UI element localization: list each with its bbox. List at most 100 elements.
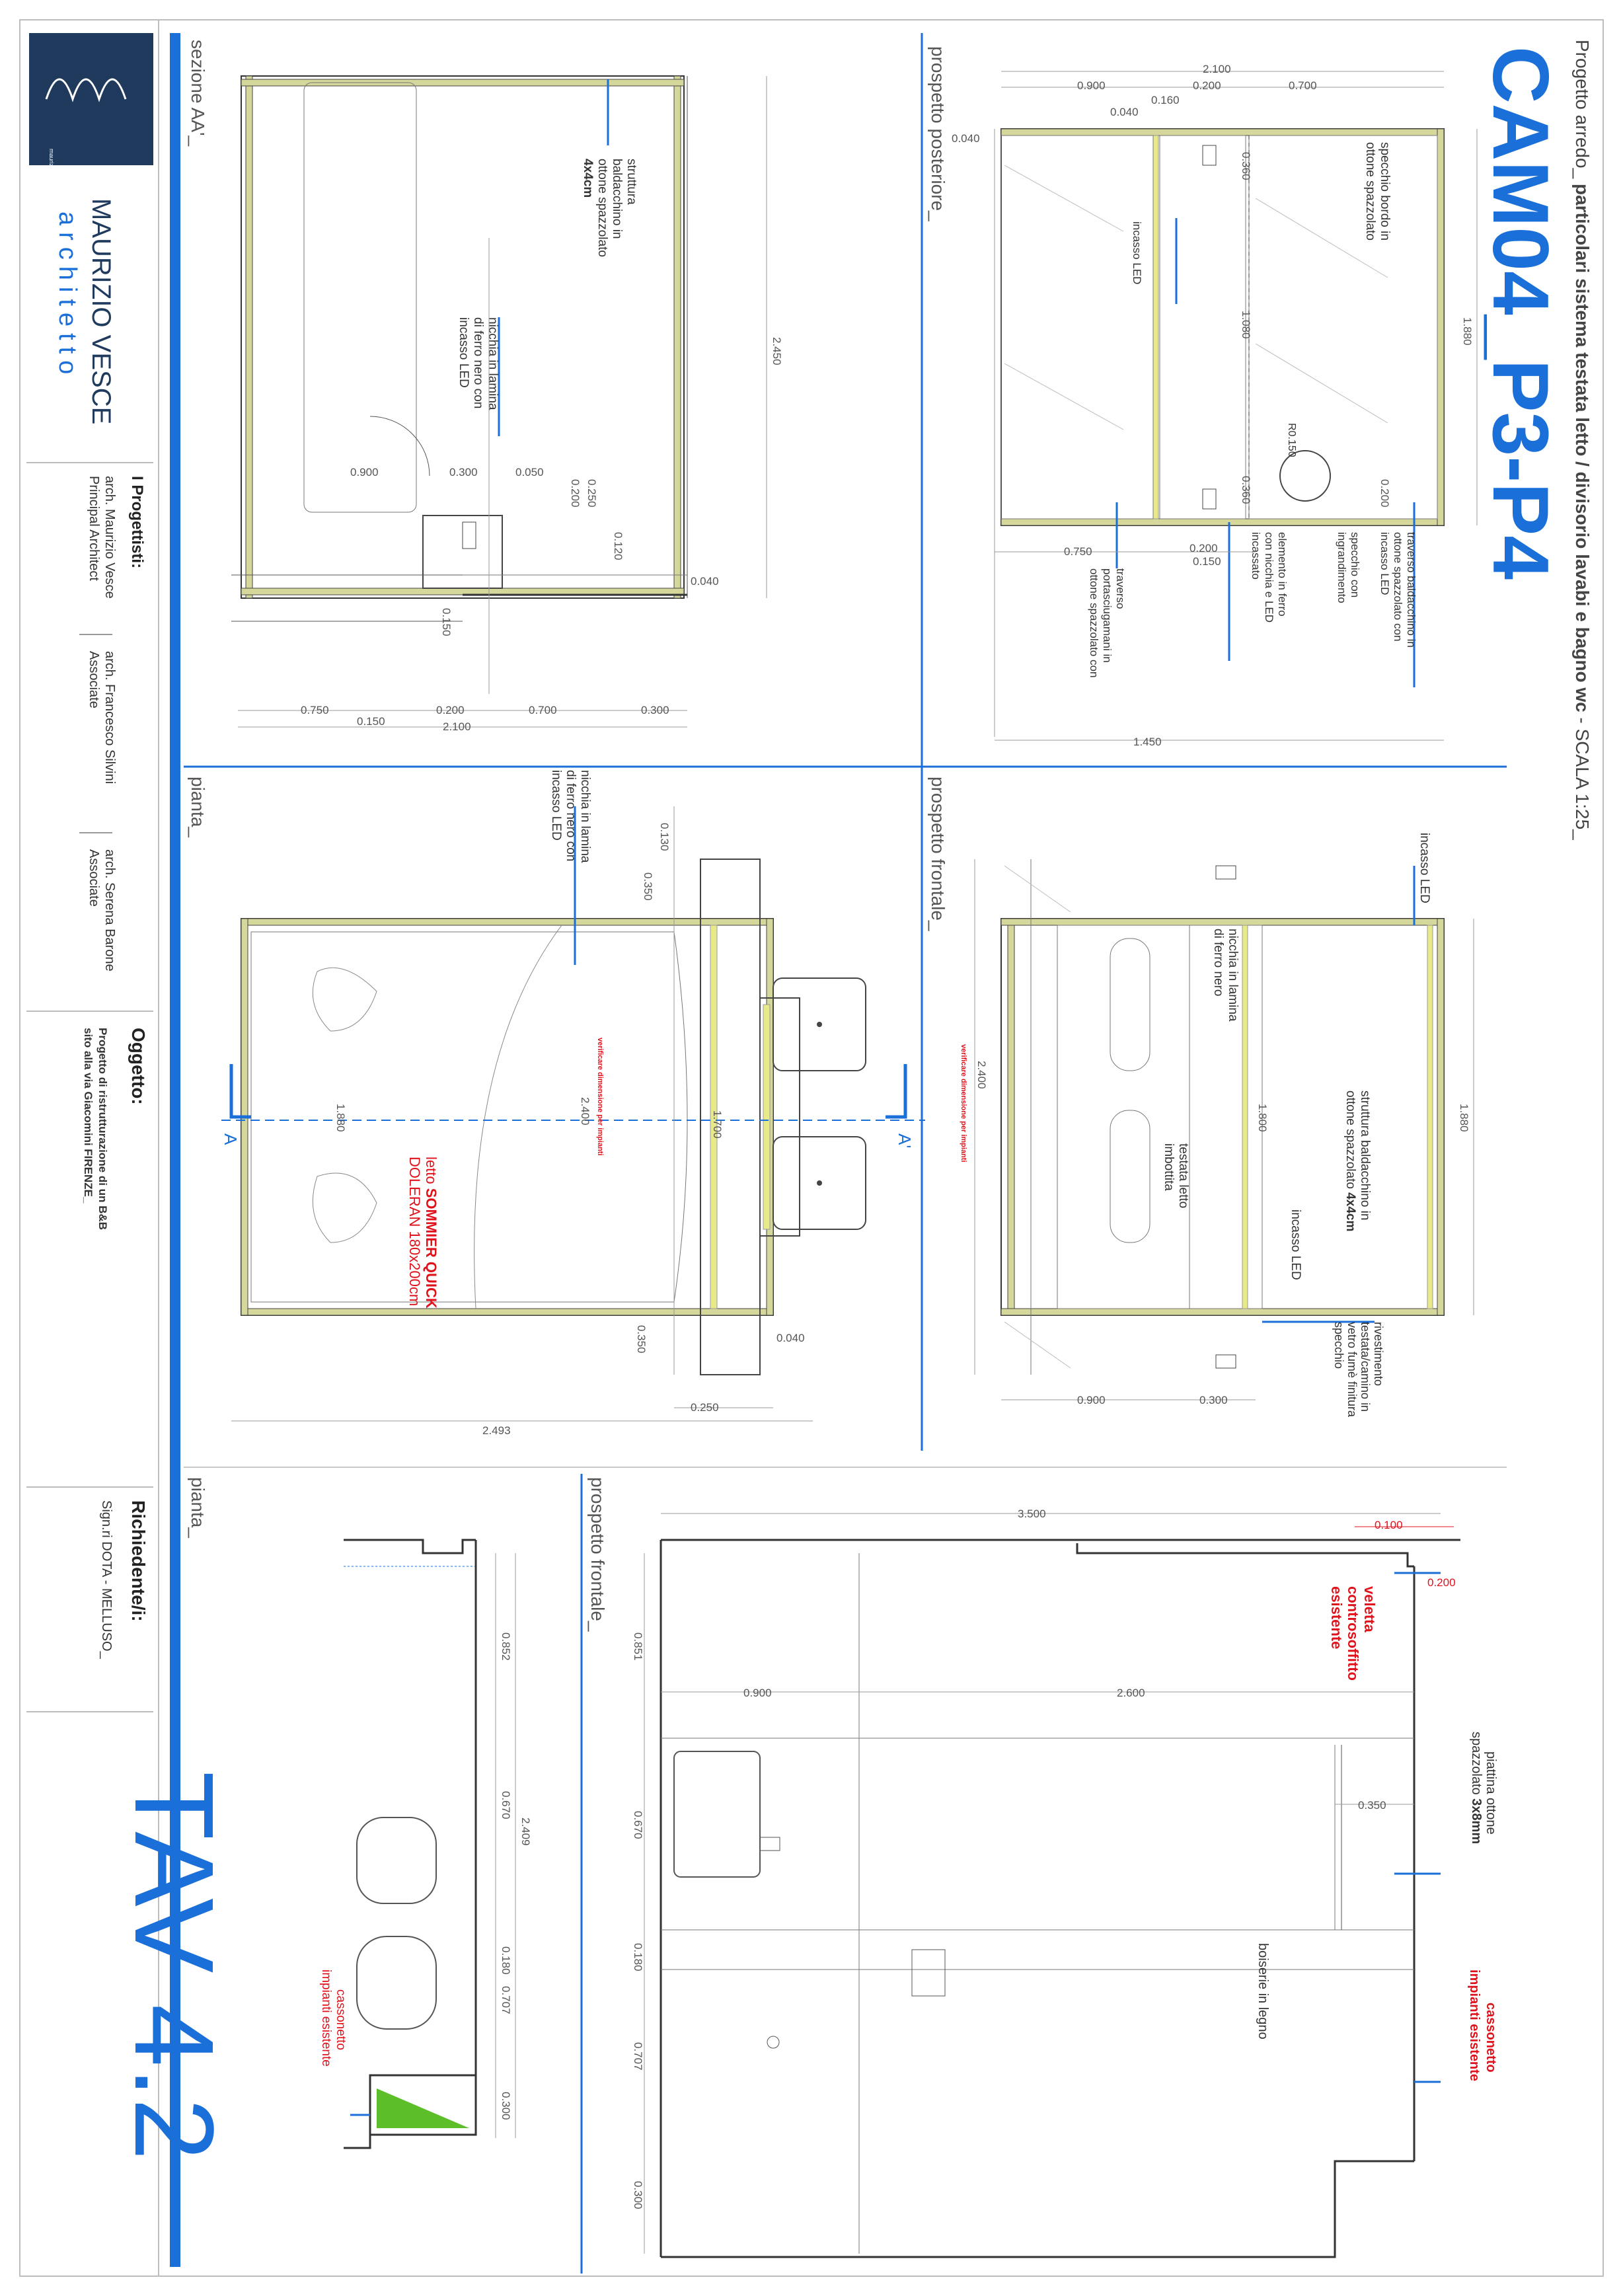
note-nicchia-2: di ferro nero con: [471, 317, 485, 408]
note-fb-cassonetto-1: cassonetto: [1484, 2003, 1498, 2073]
dim-pt-total: 2.493: [482, 1424, 511, 1437]
dim-sez-d6: 0.120: [612, 532, 624, 560]
header-title: CAM04_P3-P4: [1476, 46, 1565, 580]
note-ft-struttura-2: ottone spazzolato 4x4cm: [1343, 1091, 1357, 1231]
note-post-traverso-port-3: ottone spazzolato con: [1088, 568, 1100, 677]
designers-heading: I Progettisti:: [128, 476, 146, 568]
note-post-radius: R0.150: [1286, 423, 1297, 457]
dim-post-v5: 0.200: [1378, 479, 1391, 508]
panel-frontale-top-label: prospetto frontale_: [928, 777, 948, 931]
note-post-specchio-ingr-2: ingrandimento: [1336, 532, 1348, 603]
note-ft-nicchia-2: di ferro nero: [1211, 929, 1225, 996]
dim-sez-d7: 0.040: [691, 575, 719, 588]
dim-pt-d4: 2.400: [579, 1097, 591, 1126]
designer-2-role: Associate: [87, 651, 101, 708]
note-post-traverso-port-1: traverso: [1114, 568, 1127, 609]
dim-pt-d6: 0.350: [635, 1325, 648, 1354]
dim-post-t2: 0.200: [1193, 79, 1221, 92]
note-ft-testata-2: imbottita: [1162, 1143, 1176, 1191]
note-post-elemento-3: incassato: [1250, 532, 1262, 580]
dim-post-t4: 0.160: [1151, 94, 1180, 106]
note-pt-nicchia-3: incasso LED: [549, 770, 563, 841]
note-fb-cassonetto-2: impianti esistente: [1467, 1970, 1482, 2081]
note-nicchia-3: incasso LED: [457, 317, 471, 388]
note-fb-boiserie: boiserie in legno: [1256, 1943, 1270, 2040]
panel-posteriore-label: prospetto posteriore_: [928, 46, 948, 221]
dim-sez-b3: 0.700: [529, 704, 557, 716]
panel-frontale-bottom: prospetto frontale_ veletta controsoffit…: [587, 1477, 1498, 2258]
note-ft-rivestimento-4: specchio: [1332, 1322, 1345, 1369]
dim-post-t3: 0.700: [1289, 79, 1317, 92]
dim-fb-l1: 0.851: [632, 1632, 644, 1661]
note-post-traverso-bald-3: incasso LED: [1378, 532, 1391, 595]
logo-text: maurizio vesce architettura: [48, 149, 55, 220]
dim-fb-l3: 0.180: [632, 1943, 644, 1971]
dim-pt-d2: 0.350: [642, 872, 654, 901]
dim-ft-b1: 0.900: [1077, 1394, 1106, 1406]
dim-pt-d3: 1.880: [334, 1104, 347, 1132]
note-post-specchio-1: specchio bordo in: [1378, 142, 1392, 241]
note-struttura-3: ottone spazzolato: [595, 159, 609, 257]
dim-fb-l4: 0.707: [632, 2042, 644, 2071]
dim-post-v4: 0.360: [1240, 476, 1252, 504]
sheet-number: TAV 4.2: [111, 1771, 237, 2161]
dim-pb-total: 2.409: [519, 1818, 532, 1846]
section-mark-a: A: [221, 1133, 241, 1145]
note-fb-piattina-1: piattina ottone: [1484, 1751, 1498, 1835]
dim-post-b-total: 1.450: [1133, 736, 1162, 748]
designer-3-name: arch. Serena Barone: [102, 849, 117, 972]
note-pb-cassonetto-1: cassonetto: [334, 1989, 348, 2050]
note-post-specchio-2: ottone spazzolato: [1363, 142, 1377, 241]
dim-pt-d5: 1.700: [711, 1110, 724, 1139]
dim-post-b2: 0.200: [1189, 542, 1218, 555]
note-post-traverso-bald-2: ottone spazzolato con: [1392, 532, 1404, 641]
sheet-border: [19, 19, 1604, 2277]
note-ft-struttura-1: struttura baldacchino in: [1358, 1091, 1372, 1220]
panel-sezione: sezione AA'_ struttura baldacchino in ot…: [188, 40, 783, 733]
note-post-elemento-2: con nicchia e LED: [1263, 532, 1275, 623]
dim-sez-d4: 0.250: [585, 479, 598, 508]
object-line-2: sito alla via Giacomini FIRENZE_: [82, 1028, 94, 1204]
panel-pianta-bottom-label: pianta_: [188, 1477, 208, 1538]
dim-sez-d2: 0.300: [449, 466, 478, 478]
note-pt-letto-model: DOLERAN 180x200cm: [406, 1157, 423, 1306]
client-name: Sign.ri DOTA - MELLUSO_: [99, 1500, 114, 1660]
client-heading: Richiedente/i:: [128, 1500, 149, 1622]
logo-mark-icon: [45, 78, 127, 102]
dim-sez-d8: 0.150: [440, 608, 453, 636]
dim-ft-v3: 2.400: [975, 1061, 988, 1089]
dim-fb-h3: 0.350: [1358, 1799, 1386, 1812]
note-post-specchio-ingr-1: specchio con: [1349, 532, 1361, 597]
dim-sez-b4: 0.300: [641, 704, 669, 716]
dim-pb-l4: 0.707: [500, 1986, 512, 2014]
note-ft-nicchia-1: nicchia in lamina: [1226, 929, 1240, 1022]
dim-post-b1: 0.750: [1064, 545, 1092, 558]
dim-post-t1: 0.900: [1077, 79, 1106, 92]
note-fb-veletta-1: veletta: [1361, 1586, 1378, 1632]
cassonetto-fill: [377, 2088, 469, 2128]
note-fb-veletta-3: esistente: [1328, 1586, 1345, 1649]
dim-pt-d8: 0.250: [691, 1401, 719, 1414]
note-pb-cassonetto-2: impianti esistente: [319, 1970, 333, 2067]
dim-pb-l3: 0.180: [500, 1946, 512, 1975]
dim-post-t6: 0.040: [952, 132, 980, 145]
dim-sez-b1: 0.750: [301, 704, 329, 716]
dim-ft-v1: 1.880: [1458, 1104, 1470, 1132]
dim-post-v3: 0.360: [1240, 152, 1252, 180]
dim-post-v1: 1.880: [1461, 317, 1474, 346]
note-struttura-4: 4x4cm: [581, 159, 595, 198]
studio-logo: [29, 33, 153, 165]
note-ft-testata-1: testata letto: [1176, 1143, 1190, 1208]
dim-fb-t1: 0.100: [1375, 1519, 1403, 1531]
dim-sez-h-total: 2.450: [771, 337, 783, 365]
note-pt-nicchia-1: nicchia in lamina: [578, 770, 592, 863]
dim-post-v2: 1.080: [1240, 311, 1252, 339]
dim-pb-l1: 0.852: [500, 1632, 512, 1661]
dim-pb-l5: 0.300: [500, 2092, 512, 2120]
dim-pb-l2: 0.670: [500, 1791, 512, 1819]
dim-sez-d5: 0.200: [569, 479, 582, 508]
note-fb-veletta-2: controsoffitto: [1345, 1586, 1361, 1681]
note-ft-verify: verificare dimensione per impianti: [960, 1044, 967, 1163]
dim-sez-b-total: 2.100: [443, 720, 471, 733]
